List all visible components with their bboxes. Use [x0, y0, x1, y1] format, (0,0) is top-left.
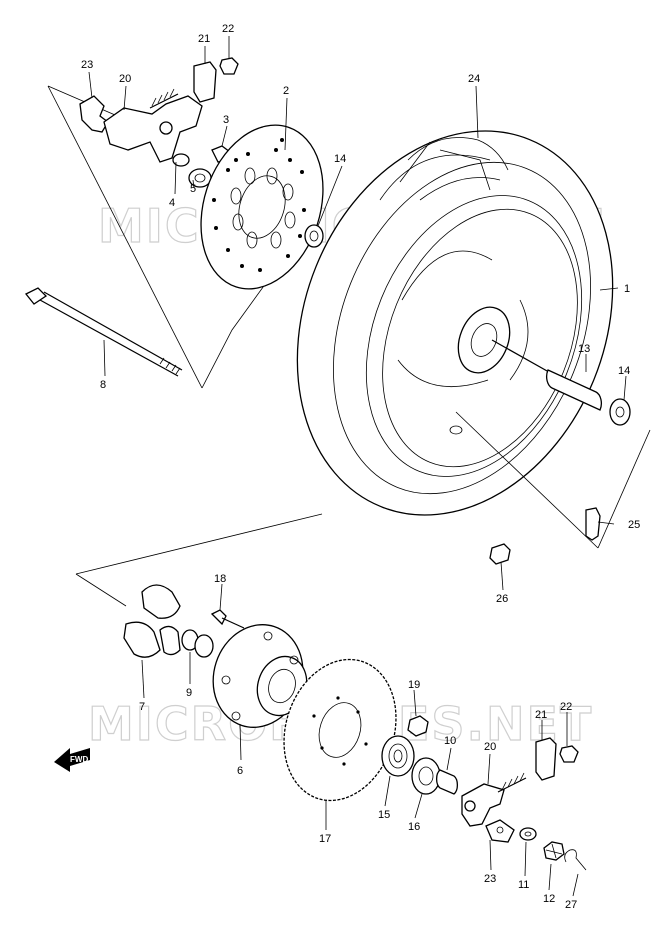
callout-25: 25	[628, 519, 640, 531]
callout-10: 10	[444, 735, 456, 747]
callout-labels: 1 2 3 4 5 6 7 8 9 10 11 12 13 14 14 15 1…	[81, 23, 640, 911]
callout-2: 2	[283, 85, 289, 97]
callout-7: 7	[139, 701, 145, 713]
callout-3: 3	[223, 114, 229, 126]
sprocket-nut	[407, 715, 429, 737]
leader-lines	[88, 36, 627, 897]
collar	[181, 629, 214, 658]
spacer-left	[304, 224, 324, 248]
callout-22-upper: 22	[222, 23, 234, 35]
callout-27: 27	[565, 899, 577, 911]
callout-17: 17	[319, 833, 331, 845]
callout-6: 6	[237, 765, 243, 777]
bearing	[381, 735, 415, 777]
callout-1: 1	[624, 283, 630, 295]
callout-16: 16	[408, 821, 420, 833]
callout-9: 9	[186, 687, 192, 699]
lower-guide-lines	[75, 573, 127, 607]
wheel-guide-lines	[75, 411, 651, 575]
callout-21-upper: 21	[198, 33, 210, 45]
callout-4: 4	[169, 197, 175, 209]
callout-8: 8	[100, 379, 106, 391]
forward-direction-indicator: FWD	[54, 748, 90, 772]
spacer-lower	[436, 769, 458, 795]
callout-12: 12	[543, 893, 555, 905]
callout-20-upper: 20	[119, 73, 131, 85]
callout-15: 15	[378, 809, 390, 821]
cush-drive-damper	[123, 584, 181, 658]
callout-5: 5	[190, 183, 196, 195]
sprocket-bolt	[210, 609, 245, 629]
callout-20-lower: 20	[484, 741, 496, 753]
callout-14-right: 14	[618, 365, 630, 377]
callout-18: 18	[214, 573, 226, 585]
hub-sleeve	[491, 339, 631, 426]
callout-14-upper: 14	[334, 153, 346, 165]
callout-21-lower: 21	[535, 709, 547, 721]
callout-19: 19	[408, 679, 420, 691]
oil-seal	[411, 757, 441, 795]
brake-disc	[200, 124, 324, 290]
callout-22-lower: 22	[560, 701, 572, 713]
callout-23-upper: 23	[81, 59, 93, 71]
fwd-label: FWD	[70, 755, 88, 764]
callout-26: 26	[496, 593, 508, 605]
axle-hardware	[519, 827, 587, 871]
callout-13: 13	[578, 343, 590, 355]
rear-sprocket	[283, 658, 397, 802]
chain-adjuster-upper	[79, 57, 239, 188]
rear-wheel	[296, 130, 619, 516]
chain-adjuster-lower	[461, 737, 579, 843]
balance-weight	[489, 543, 511, 565]
tire-valve	[585, 507, 615, 541]
rear-axle	[24, 287, 183, 377]
callout-24: 24	[468, 73, 480, 85]
callout-11: 11	[518, 879, 529, 891]
callout-23-lower: 23	[484, 873, 496, 885]
